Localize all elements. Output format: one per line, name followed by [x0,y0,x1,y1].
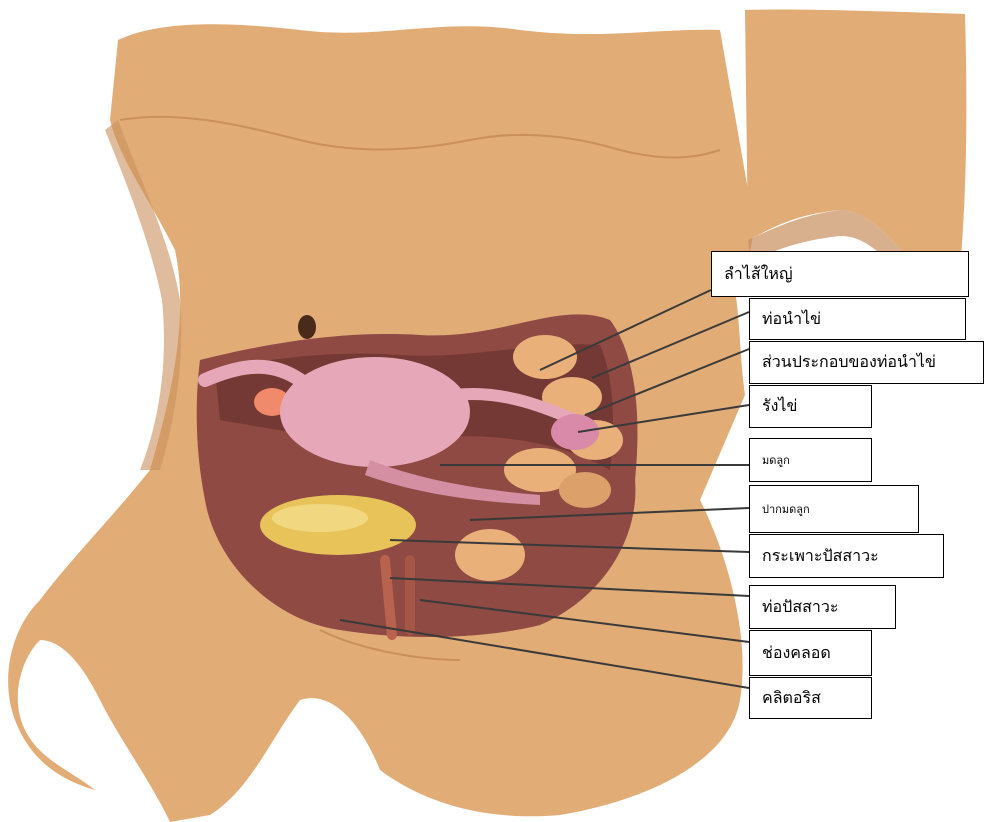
intestine-5 [559,472,611,508]
uterus-body [280,357,470,467]
label-ovary: รังไข่ [749,385,872,428]
ovary-right [551,414,599,450]
bladder-highlight [272,504,368,532]
label-fallopian-tube-parts: ส่วนประกอบของท่อนำไข่ [749,341,984,384]
label-cervix: ปากมดลูก [749,485,919,533]
label-uterus: มดลูก [749,438,872,482]
label-large-intestine: ลำไส้ใหญ่ [711,251,969,297]
label-bladder: กระเพาะปัสสาวะ [749,534,944,578]
intestine-6 [455,529,525,581]
label-urethra: ท่อปัสสาวะ [749,585,896,629]
label-vagina: ช่องคลอด [749,630,872,676]
label-fallopian-tube: ท่อนำไข่ [749,298,966,340]
urethra-canal [385,560,392,635]
label-clitoris: คลิตอริส [749,677,872,719]
navel [298,315,316,339]
